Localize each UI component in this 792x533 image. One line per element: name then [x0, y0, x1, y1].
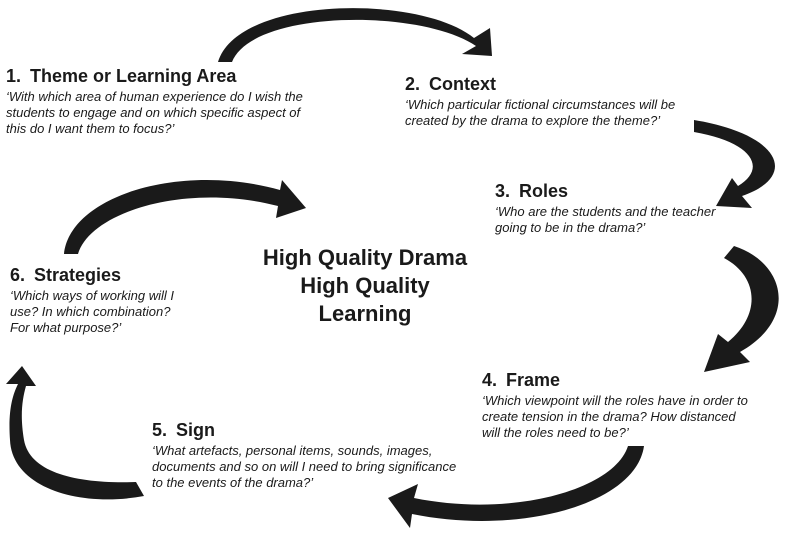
node-title-text: Frame — [506, 370, 561, 390]
center-line: Learning — [318, 301, 412, 326]
node-title-text: Roles — [519, 181, 569, 201]
node-frame: 4. Frame ‘Which viewpoint will the roles … — [482, 370, 754, 441]
node-number: 4. — [482, 370, 498, 390]
node-title: 5. Sign — [152, 420, 468, 441]
node-number: 5. — [152, 420, 168, 440]
center-title: High Quality Drama High Quality Learning — [230, 244, 500, 328]
node-title: 3. Roles — [495, 181, 727, 202]
center-line: High Quality — [300, 273, 430, 298]
node-title: 6. Strategies — [10, 265, 180, 286]
arrow-sign-to-strategies — [6, 366, 144, 500]
node-question: ‘Which ways of working will I use? In wh… — [10, 288, 174, 335]
node-question: ‘Who are the students and the teacher go… — [495, 204, 716, 235]
node-number: 3. — [495, 181, 511, 201]
arrow-context-to-roles — [694, 120, 775, 208]
node-roles: 3. Roles ‘Who are the students and the te… — [495, 181, 727, 236]
node-question: ‘What artefacts, personal items, sounds,… — [152, 443, 457, 490]
node-strategies: 6. Strategies ‘Which ways of working will… — [10, 265, 180, 336]
arrow-theme-to-context — [218, 8, 492, 62]
arrow-roles-to-frame — [704, 246, 779, 372]
node-title: 2. Context — [405, 74, 715, 95]
node-title-text: Context — [429, 74, 497, 94]
node-title-text: Strategies — [34, 265, 122, 285]
node-title: 1. Theme or Learning Area — [6, 66, 306, 87]
node-number: 1. — [6, 66, 22, 86]
center-line: High Quality Drama — [262, 245, 468, 270]
node-title-text: Sign — [176, 420, 216, 440]
node-question: ‘With which area of human experience do … — [6, 89, 303, 136]
node-title: 4. Frame — [482, 370, 754, 391]
node-title-text: Theme or Learning Area — [30, 66, 237, 86]
node-number: 6. — [10, 265, 26, 285]
node-theme: 1. Theme or Learning Area ‘With which are… — [6, 66, 306, 137]
node-sign: 5. Sign ‘What artefacts, personal items, … — [152, 420, 468, 491]
arrow-strategies-to-theme — [64, 180, 306, 254]
node-context: 2. Context ‘Which particular fictional ci… — [405, 74, 715, 129]
node-question: ‘Which particular fictional circumstance… — [405, 97, 676, 128]
node-number: 2. — [405, 74, 421, 94]
arrow-frame-to-sign — [388, 446, 644, 528]
node-question: ‘Which viewpoint will the roles have in … — [482, 393, 748, 440]
